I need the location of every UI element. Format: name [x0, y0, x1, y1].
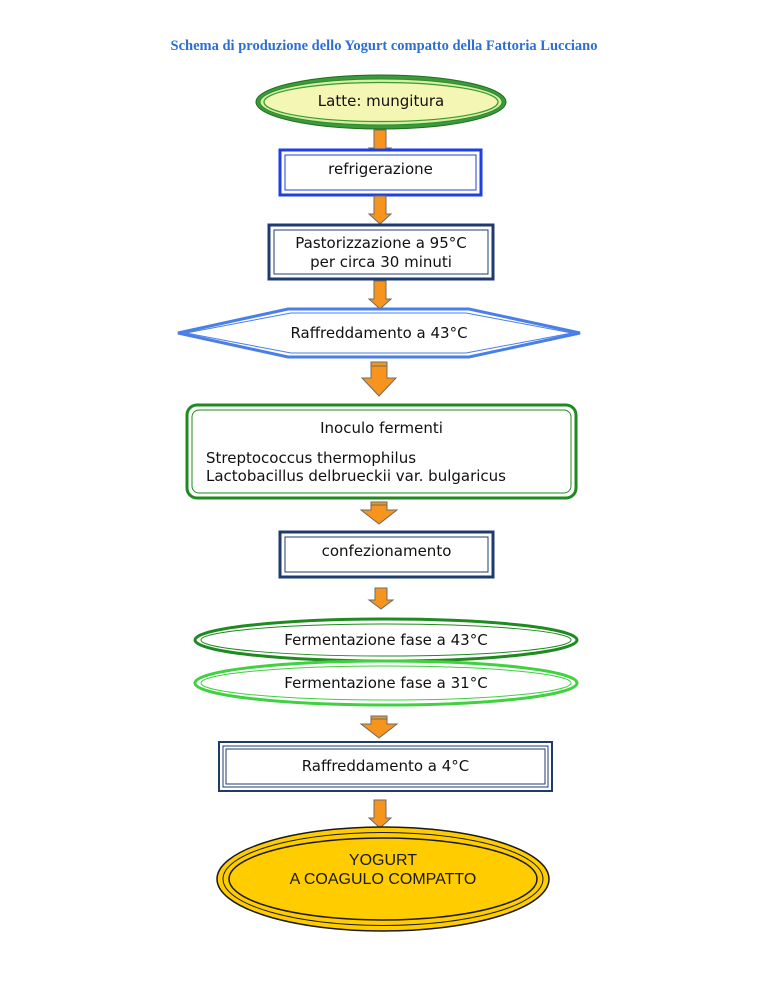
fermentation-43-node: [193, 617, 579, 663]
cooling-43-node: [177, 307, 581, 359]
pasteurization-node: [267, 223, 495, 281]
cooling-43-label: Raffreddamento a 43°C: [290, 324, 468, 342]
refrigeration-node: [278, 148, 483, 197]
inoculation-strain-1: Streptococcus thermophilus: [206, 449, 417, 467]
pasteurization-label-line1: Pastorizzazione a 95°C: [295, 234, 467, 252]
fermentation-31-label: Fermentazione fase a 31°C: [284, 674, 488, 692]
arrow-5: [359, 501, 399, 525]
fermentation-31-node: [193, 659, 579, 707]
inoculation-title: Inoculo fermenti: [320, 419, 443, 437]
cooling-4-node: [218, 741, 553, 792]
arrow-6: [367, 587, 395, 610]
fermentation-43-label: Fermentazione fase a 43°C: [284, 631, 488, 649]
packaging-label: confezionamento: [321, 542, 452, 560]
milking-node: [255, 74, 507, 130]
inoculation-node: [185, 403, 578, 500]
arrow-2: [368, 195, 392, 225]
page-title: Schema di produzione dello Yogurt compat…: [170, 38, 598, 54]
arrow-8: [368, 799, 392, 829]
final-product-line1: YOGURT: [348, 852, 418, 869]
arrow-4: [360, 361, 398, 397]
milking-label: Latte: mungitura: [317, 92, 445, 110]
inoculation-strain-2: Lactobacillus delbrueckii var. bulgaricu…: [206, 467, 506, 485]
arrow-3: [368, 280, 392, 310]
cooling-4-label: Raffreddamento a 4°C: [301, 757, 470, 775]
pasteurization-label-line2: per circa 30 minuti: [310, 253, 452, 271]
final-product-line2: A COAGULO COMPATTO: [289, 871, 477, 888]
refrigeration-label: refrigerazione: [328, 160, 433, 178]
final-product-node: [216, 826, 550, 932]
arrow-7: [359, 715, 399, 739]
packaging-node: [278, 530, 495, 579]
